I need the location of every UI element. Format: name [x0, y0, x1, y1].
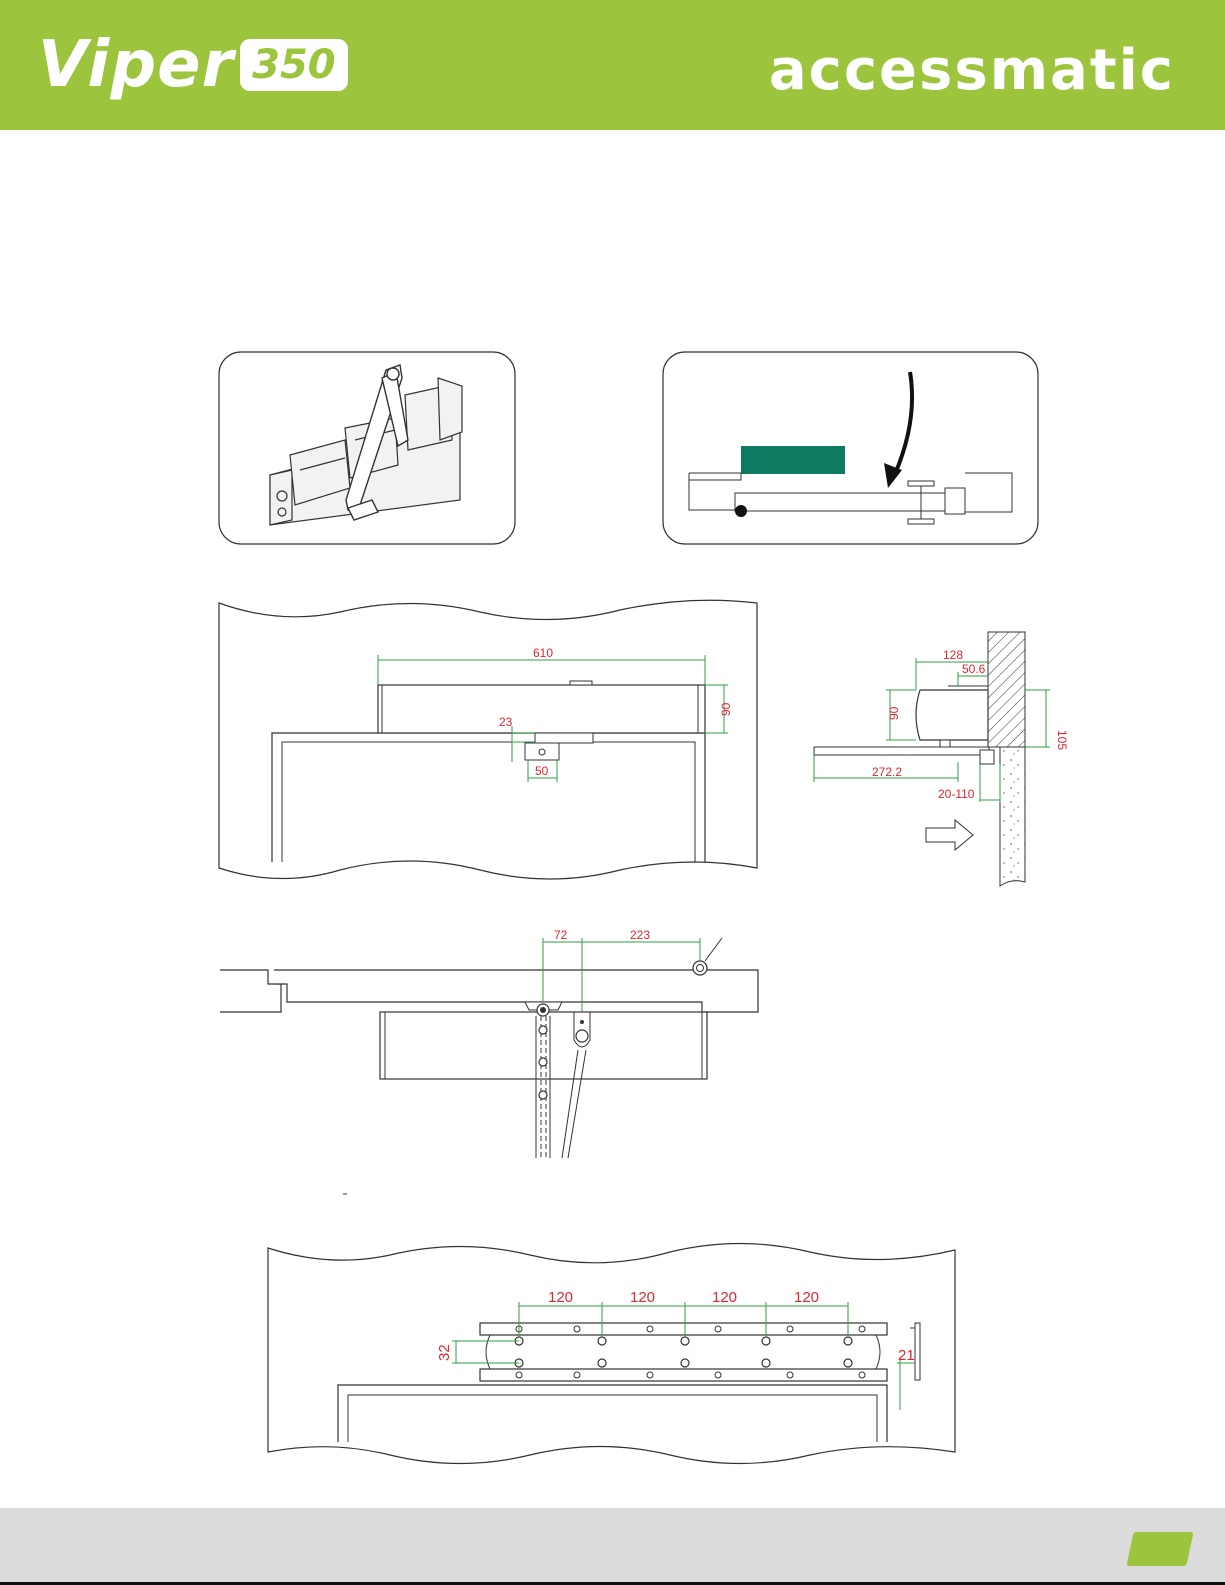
dim-reveal-20-110: 20-110: [938, 787, 975, 801]
dim-width-610: 610: [533, 646, 553, 660]
dim-hole-spacing-1: 120: [548, 1289, 573, 1306]
side-section-drawing: 128 50.6 90 105 272.2 20-110: [814, 632, 1069, 886]
dim-hole-spacing-4: 120: [794, 1289, 819, 1306]
dim-arm-offset-23: 23: [499, 715, 513, 729]
dim-offset-50-6: 50.6: [962, 662, 986, 676]
dim-hinge-223: 223: [630, 928, 650, 942]
footer-bar: [0, 1508, 1225, 1585]
plan-view-drawing: 72 223: [220, 928, 758, 1194]
dim-body-height-90: 90: [887, 706, 901, 720]
dim-bracket-50: 50: [535, 764, 549, 778]
push-direction-arrow-icon: [926, 820, 973, 850]
dim-spindle-72: 72: [554, 928, 568, 942]
dim-total-height-105: 105: [1055, 730, 1069, 750]
dim-row-spacing-32: 32: [436, 1344, 453, 1361]
dim-hole-spacing-3: 120: [712, 1289, 737, 1306]
dim-hole-spacing-2: 120: [630, 1289, 655, 1306]
page-number-badge: [1126, 1532, 1193, 1566]
push-side-diagram: [663, 352, 1038, 544]
dim-arm-length-272-2: 272.2: [872, 765, 902, 779]
operator-illustration: [219, 352, 515, 544]
dim-height-90: 90: [719, 702, 733, 716]
dim-plate-gap-21: 21: [898, 1347, 915, 1364]
mounting-plate-drawing: 120 120 120 120 32 21: [268, 1244, 955, 1464]
front-elevation-drawing: 610 90 23 50: [219, 600, 757, 879]
dim-depth-128: 128: [943, 648, 963, 662]
